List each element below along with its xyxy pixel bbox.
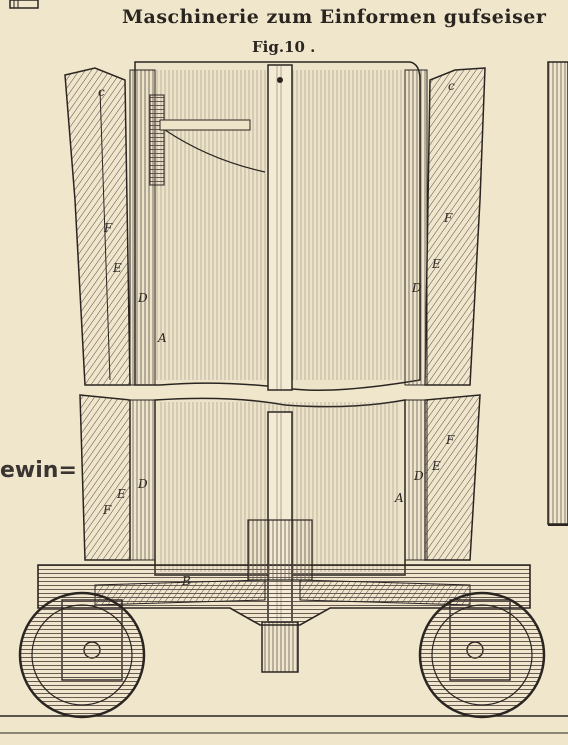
label-E-lower-left: E bbox=[116, 487, 126, 501]
label-D-lower-left: D bbox=[137, 477, 148, 491]
right-wheel bbox=[418, 591, 546, 719]
upper-bracket bbox=[149, 94, 266, 186]
side-text-fragment: ewin= bbox=[0, 458, 77, 483]
label-E-lower-right: E bbox=[431, 459, 441, 473]
left-wheel bbox=[18, 591, 146, 719]
label-D-upper-left: D bbox=[137, 291, 148, 305]
ground-rail bbox=[0, 715, 568, 734]
label-E-upper-right: E bbox=[431, 257, 441, 271]
label-c-left: c bbox=[98, 85, 105, 99]
label-D-upper-right: D bbox=[411, 281, 422, 295]
label-B: B bbox=[181, 574, 191, 588]
plate-title: Maschinerie zum Einformen gufseiser bbox=[122, 6, 547, 28]
figure-number: Fig.10 . bbox=[252, 38, 316, 56]
label-F-upper-right: F bbox=[443, 211, 453, 225]
neighbour-column bbox=[547, 61, 568, 526]
label-E-upper-left: E bbox=[112, 261, 122, 275]
right-mantle bbox=[404, 67, 486, 561]
base-plate bbox=[37, 519, 531, 626]
previous-figure-remnant bbox=[9, 0, 39, 9]
label-F-upper-left: F bbox=[103, 221, 113, 235]
label-c-right: c bbox=[448, 79, 455, 93]
left-mantle bbox=[64, 67, 156, 561]
label-F-lower-left: F bbox=[102, 503, 112, 517]
label-A-lower-right: A bbox=[394, 491, 404, 505]
label-A-upper-left: A bbox=[157, 331, 167, 345]
label-D-lower-right: D bbox=[413, 469, 424, 483]
central-spindle bbox=[261, 64, 299, 673]
label-F-lower-right: F bbox=[445, 433, 455, 447]
